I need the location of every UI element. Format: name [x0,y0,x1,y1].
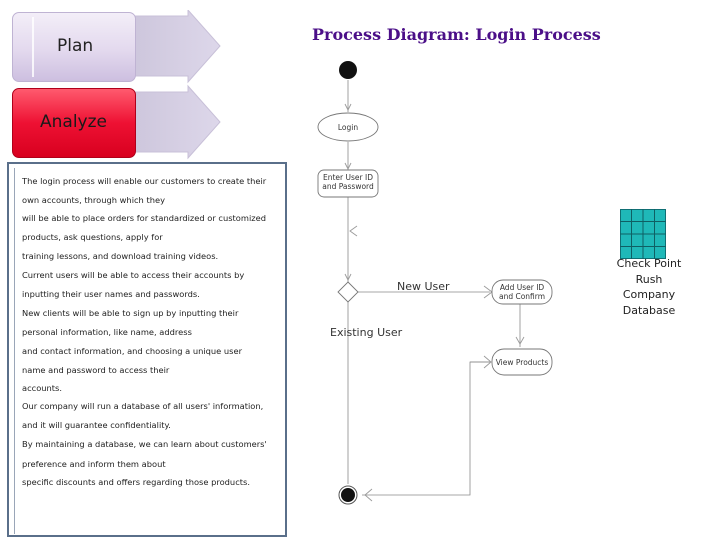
database-label-line1: Check Point [616,257,682,270]
arrowhead [515,336,525,345]
flow-view-to-end [362,361,490,496]
login-node-label: Login [337,123,359,132]
description-line: The login process will enable our custom… [22,176,267,186]
phase-arrows [132,10,221,160]
arrowhead [344,273,352,282]
database-label-line3: Company [622,288,676,301]
tab-highlight [32,17,34,77]
database-label: Check Point Rush Company Database [612,256,686,318]
description-box: The login process will enable our custom… [7,162,287,537]
analyze-phase-label: Analyze [40,112,107,132]
view-products-label: View Products [495,358,549,367]
description-line: training lessons, and download training … [22,251,219,261]
description-line: name and password to access their [22,365,170,375]
analyze-arrow [132,84,221,160]
description-line: personal information, like name, address [22,327,192,337]
description-line: will be able to place orders for standar… [22,213,266,223]
arrowhead [344,103,352,112]
plan-phase-tab[interactable]: Plan [12,12,136,82]
description-line: specific discounts and offers regarding … [22,477,250,487]
enter-credentials-label: Enter User ID and Password [318,173,378,191]
new-user-edge-label: New User [397,280,450,293]
enter-credentials-node [317,169,379,198]
arrowhead [483,355,492,369]
database-label-line4: Database [622,303,676,317]
add-user-line1: Add User ID [499,283,545,292]
plan-arrow [132,10,221,84]
description-line: accounts. [22,383,63,393]
description-line: Current users will be able to access the… [22,270,245,280]
arrowhead [349,225,358,237]
plan-phase-label: Plan [57,36,94,56]
login-node [317,112,379,142]
decision-node [337,281,359,303]
enter-credentials-line1: Enter User ID [323,173,373,182]
database-icon [620,209,666,259]
arrowhead [364,488,373,502]
box-rule [14,168,15,534]
description-line: preference and inform them about [22,459,166,469]
add-user-label: Add User ID and Confirm [492,283,552,301]
end-node [341,488,355,502]
description-line: Our company will run a database of all u… [22,401,264,411]
diagram-title: Process Diagram: Login Process [312,25,601,44]
existing-user-edge-label: Existing User [330,326,403,339]
start-node [339,61,357,79]
view-products-node [491,348,553,376]
analyze-phase-tab[interactable]: Analyze [12,88,136,158]
description-line: New clients will be able to sign up by i… [22,308,239,318]
description-line: By maintaining a database, we can learn … [22,439,267,449]
add-user-node [491,279,553,305]
add-user-line2: and Confirm [498,292,546,301]
description-line: inputting their user names and passwords… [22,289,200,299]
description-line: and it will guarantee confidentiality. [22,420,171,430]
description-line: products, ask questions, apply for [22,232,163,242]
enter-credentials-line2: and Password [322,182,374,191]
database-label-line2: Rush [635,272,663,286]
description-line: and contact information, and choosing a … [22,346,243,356]
arrowhead [344,162,352,171]
description-line: own accounts, through which they [22,195,165,205]
